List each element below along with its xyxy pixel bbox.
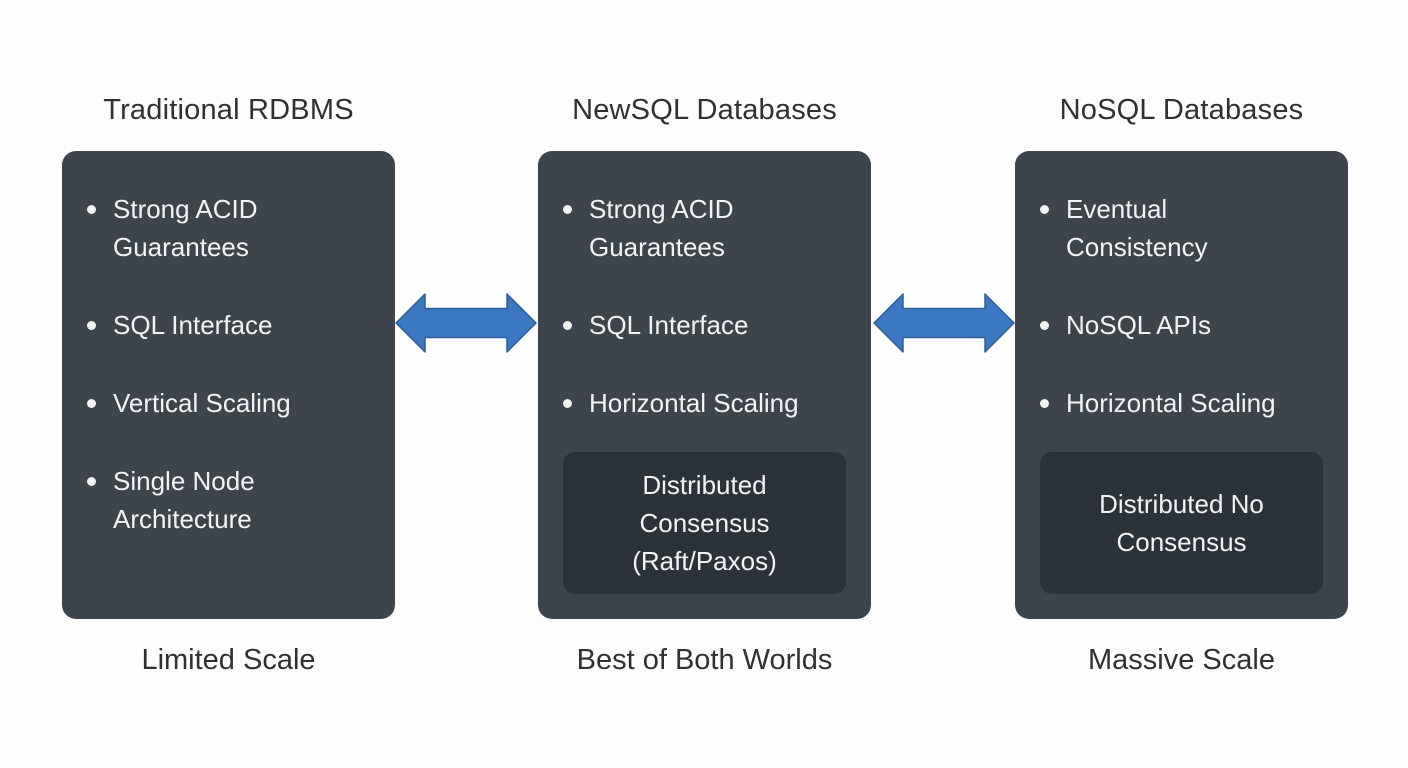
list-item-label: Strong ACID Guarantees	[589, 194, 734, 262]
column-caption: Massive Scale	[1088, 644, 1275, 676]
bullet-icon	[563, 399, 572, 408]
list-item-label: Vertical Scaling	[113, 388, 291, 418]
list-item: SQL Interface	[563, 306, 846, 344]
list-item: NoSQL APIs	[1040, 306, 1323, 344]
distributed-consensus-box: Distributed Consensus (Raft/Paxos)	[563, 452, 846, 594]
list-item: Strong ACID Guarantees	[563, 190, 846, 266]
list-item: Strong ACID Guarantees	[87, 190, 370, 266]
traditional-rdbms-panel: Strong ACID Guarantees SQL Interface Ver…	[62, 151, 395, 619]
bullet-icon	[563, 321, 572, 330]
column-newsql-databases: NewSQL Databases Strong ACID Guarantees …	[538, 0, 871, 768]
bullet-icon	[87, 477, 96, 486]
column-nosql-databases: NoSQL Databases Eventual Consistency NoS…	[1015, 0, 1348, 768]
list-item-label: NoSQL APIs	[1066, 310, 1211, 340]
column-caption: Best of Both Worlds	[576, 644, 833, 676]
bullet-icon	[563, 205, 572, 214]
column-title: NoSQL Databases	[1059, 94, 1304, 126]
bullet-icon	[1040, 205, 1049, 214]
list-item: Horizontal Scaling	[1040, 384, 1323, 422]
column-title: Traditional RDBMS	[103, 94, 354, 126]
bullet-icon	[87, 205, 96, 214]
column-title: NewSQL Databases	[572, 94, 837, 126]
list-item-label: Horizontal Scaling	[589, 388, 799, 418]
nosql-panel: Eventual Consistency NoSQL APIs Horizont…	[1015, 151, 1348, 619]
list-item: Horizontal Scaling	[563, 384, 846, 422]
distributed-no-consensus-box: Distributed No Consensus	[1040, 452, 1323, 594]
double-arrow-icon	[395, 292, 537, 354]
list-item: Eventual Consistency	[1040, 190, 1323, 266]
bullet-icon	[87, 321, 96, 330]
list-item-label: Strong ACID Guarantees	[113, 194, 258, 262]
bullet-icon	[1040, 321, 1049, 330]
list-item-label: Eventual Consistency	[1066, 194, 1208, 262]
list-item-label: Single Node Architecture	[113, 466, 255, 534]
column-traditional-rdbms: Traditional RDBMS Strong ACID Guarantees…	[62, 0, 395, 768]
list-item: Single Node Architecture	[87, 462, 370, 538]
list-item: Vertical Scaling	[87, 384, 370, 422]
list-item-label: SQL Interface	[113, 310, 273, 340]
newsql-panel: Strong ACID Guarantees SQL Interface Hor…	[538, 151, 871, 619]
column-caption: Limited Scale	[141, 644, 316, 676]
list-item: SQL Interface	[87, 306, 370, 344]
list-item-label: Horizontal Scaling	[1066, 388, 1276, 418]
bullet-icon	[87, 399, 96, 408]
list-item-label: SQL Interface	[589, 310, 749, 340]
double-arrow-icon	[873, 292, 1015, 354]
bullet-icon	[1040, 399, 1049, 408]
